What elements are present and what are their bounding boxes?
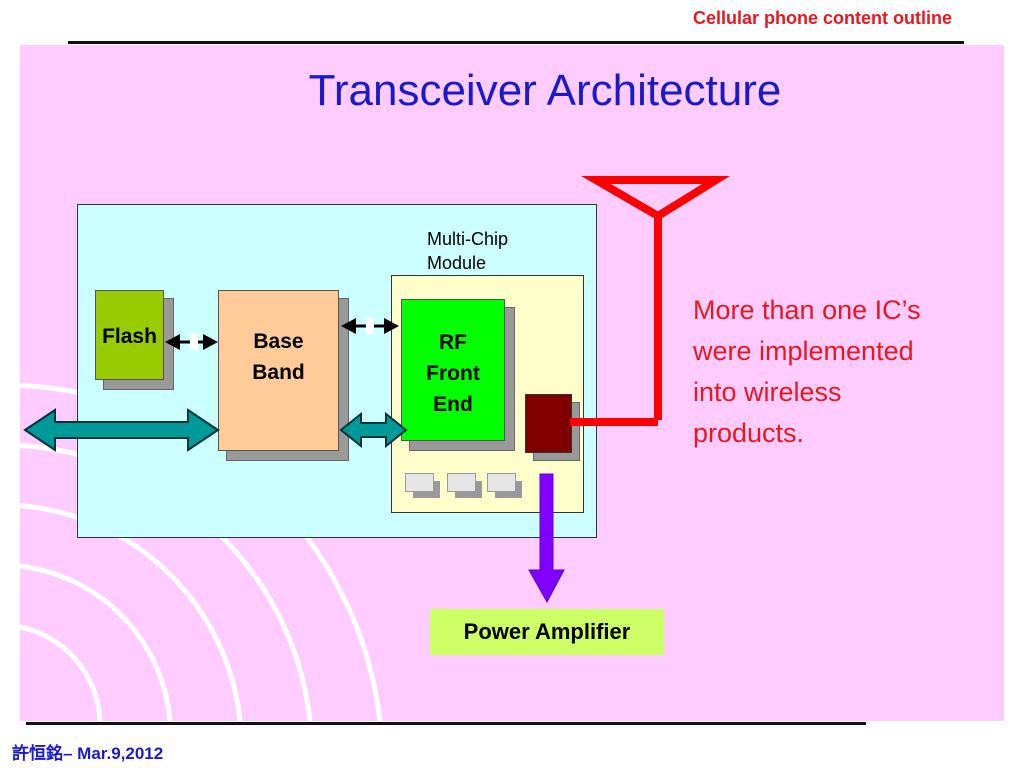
note-line: were implemented [693, 336, 914, 366]
multi-chip-label-line1: Multi-Chip [427, 229, 509, 249]
small-chip [487, 473, 516, 492]
flash-label: Flash [102, 325, 157, 348]
top-divider [68, 41, 964, 44]
rf-label-line2: Front [426, 362, 480, 385]
note-line: More than one IC’s [693, 295, 921, 325]
flash-baseband-arrow [165, 334, 218, 350]
rf-label-line1: RF [439, 331, 467, 354]
header-title: Cellular phone content outline [692, 8, 952, 28]
external-io-arrow [23, 408, 220, 452]
antenna-icon [570, 176, 731, 426]
baseband-block: Base Band [218, 290, 339, 451]
baseband-rf-data-arrow [339, 411, 408, 449]
rf-label-line3: End [433, 393, 473, 416]
small-chip [447, 473, 476, 492]
note-line: into wireless [693, 377, 842, 407]
baseband-label-line1: Base [253, 330, 304, 353]
footer-author-date: 許恒銘– Mar.9,2012 [12, 744, 164, 763]
baseband-rf-arrow [341, 318, 399, 334]
small-chip [405, 473, 434, 492]
power-amplifier-arrow [528, 473, 565, 604]
bottom-divider [26, 722, 866, 725]
power-amplifier-box: Power Amplifier [430, 609, 664, 655]
note-line: products. [693, 418, 805, 448]
baseband-label-line2: Band [252, 361, 305, 384]
multi-chip-module-label: Multi-Chip Module [427, 227, 508, 275]
flash-block: Flash [95, 290, 164, 380]
power-amplifier-label: Power Amplifier [463, 619, 631, 644]
slide-title: Transceiver Architecture [308, 66, 782, 115]
note-text: More than one IC’s were implemented into… [693, 290, 921, 454]
multi-chip-label-line2: Module [427, 253, 487, 273]
rf-front-end-block: RF Front End [401, 299, 505, 441]
